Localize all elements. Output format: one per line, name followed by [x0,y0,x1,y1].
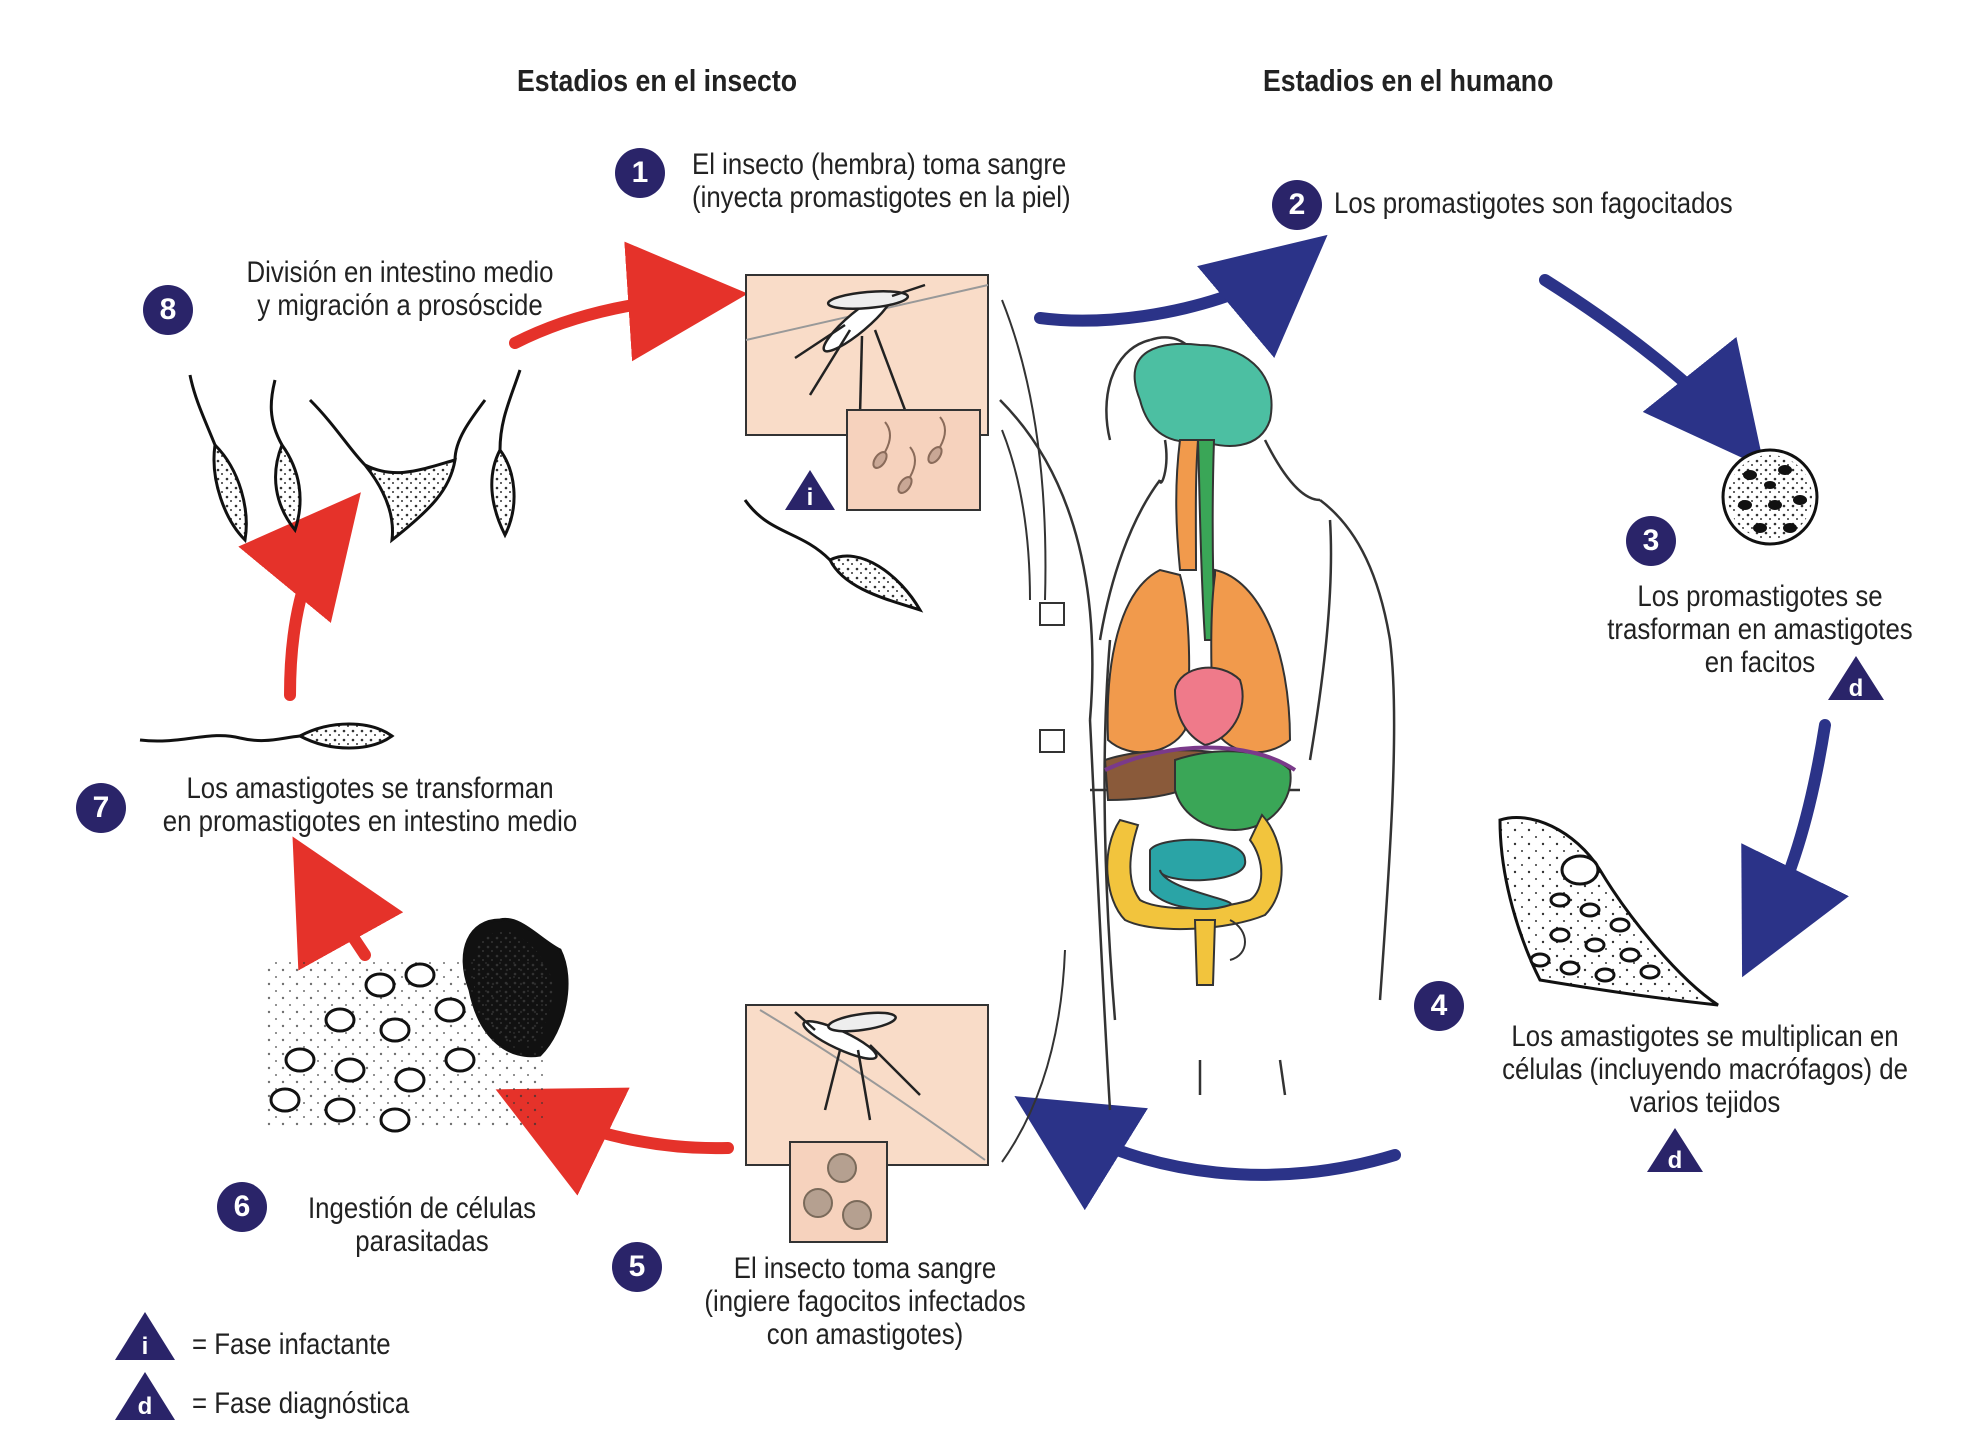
step-number-4: 4 [1414,981,1464,1031]
skin-sample-box-upper [1039,602,1065,626]
human-cycle-arrows [1014,234,1849,1211]
kidney-detail [1229,919,1246,961]
step-number-2: 2 [1272,180,1322,230]
step-number-1: 1 [615,148,665,198]
skin-sample-box-lower [1039,729,1065,753]
diagnostic-marker-step-3 [1828,656,1884,700]
stomach [1174,750,1292,832]
small-intestine [1149,838,1247,911]
rectum [1193,919,1217,986]
step-8-description: División en intestino medio y migración … [211,256,589,322]
large-intestine [1106,813,1283,931]
infective-marker-step-1 [785,470,835,510]
step-6-line-2: parasitadas [355,1225,489,1258]
legend-diagnostic-letter: d [138,1393,153,1420]
step-3-line-2: trasforman en amastigotes [1607,613,1913,646]
step-2-description: Los promastigotes son fagocitados [1334,187,1733,220]
arrow-7-to-8 [238,492,361,701]
step-3-description: Los promastigotes se trasforman en amast… [1588,580,1932,679]
human-organs [1103,342,1297,986]
step-number-3: 3 [1626,516,1676,566]
diaphragm [1104,745,1297,772]
step-8-line-1: División en intestino medio [246,256,554,289]
header-insect-stages: Estadios en el insecto [517,63,798,98]
promastigote-injected [743,499,924,613]
legend-diagnostic-icon [115,1372,175,1420]
heart [1173,666,1244,747]
diagnostic-marker-letter-4: d [1668,1147,1683,1174]
legend-infective-label: = Fase infactante [192,1328,391,1361]
parasitized-cells-ingested [265,917,569,1133]
arrow-4-to-5 [1014,1096,1401,1211]
step-number-8: 8 [143,285,193,335]
step-number-5: 5 [612,1242,662,1292]
step-8-line-2: y migración a prosóscide [257,289,543,322]
promastigote-midgut [139,722,395,750]
insect-cycle-arrows [238,241,748,1196]
diagnostic-marker-letter-3: d [1849,675,1864,702]
step-1-line-2: (inyecta promastigotes en la piel) [692,181,1071,214]
step-7-line-2: en promastigotes en intestino medio [162,805,578,838]
legend-diagnostic-label: = Fase diagnóstica [192,1387,410,1420]
arrow-5-to-6 [495,1087,734,1196]
brain [1133,342,1273,447]
arrow-2-to-3 [1539,274,1765,469]
step-number-6: 6 [217,1182,267,1232]
step-2-line-1: Los promastigotes son fagocitados [1334,187,1733,220]
step-5-line-1: El insecto toma sangre [733,1252,997,1285]
step-1-description: El insecto (hembra) toma sangre (inyecta… [692,148,1071,214]
infective-marker-letter: i [807,484,814,511]
arrow-8-to-1 [509,241,748,362]
amastigotes-multiplying [1498,815,1719,1007]
arrow-3-to-4 [1741,719,1849,978]
human-body-outline [999,336,1396,1111]
step-5-line-3: con amastigotes) [766,1318,964,1351]
legend-infective-icon [115,1312,175,1360]
step-4-line-2: células (incluyendo macrófagos) de [1502,1053,1908,1086]
step-3-line-1: Los promastigotes se [1637,580,1883,613]
arrow-1-to-2 [1034,234,1328,358]
step-6-line-1: Ingestión de células [307,1192,537,1225]
dividing-promastigotes [188,369,522,544]
step-1-line-1: El insecto (hembra) toma sangre [692,148,1067,181]
step-4-line-1: Los amastigotes se multiplican en [1511,1020,1899,1053]
step-5-description: El insecto toma sangre (ingiere fagocito… [676,1252,1054,1351]
step-3-line-3: en facitos [1704,646,1816,679]
step-5-line-2: (ingiere fagocitos infectados [704,1285,1026,1318]
legend-infective-letter: i [142,1333,149,1360]
step-6-description: Ingestión de células parasitadas [284,1192,559,1258]
mosquito-feeding-panel-top [745,274,1047,601]
infected-macrophage [1721,448,1819,546]
step-7-description: Los amastigotes se transforman en promas… [146,772,593,838]
diagnostic-marker-step-4 [1647,1128,1703,1172]
step-4-line-3: varios tejidos [1629,1086,1781,1119]
trachea [1175,439,1200,571]
left-lung [1106,568,1191,754]
mosquito-feeding-panel-bottom [745,949,1066,1243]
step-number-7: 7 [76,783,126,833]
step-7-line-1: Los amastigotes se transforman [186,772,554,805]
step-4-description: Los amastigotes se multiplican en célula… [1486,1020,1925,1119]
header-human-stages: Estadios en el humano [1263,63,1554,98]
arrow-6-to-7 [292,836,404,971]
